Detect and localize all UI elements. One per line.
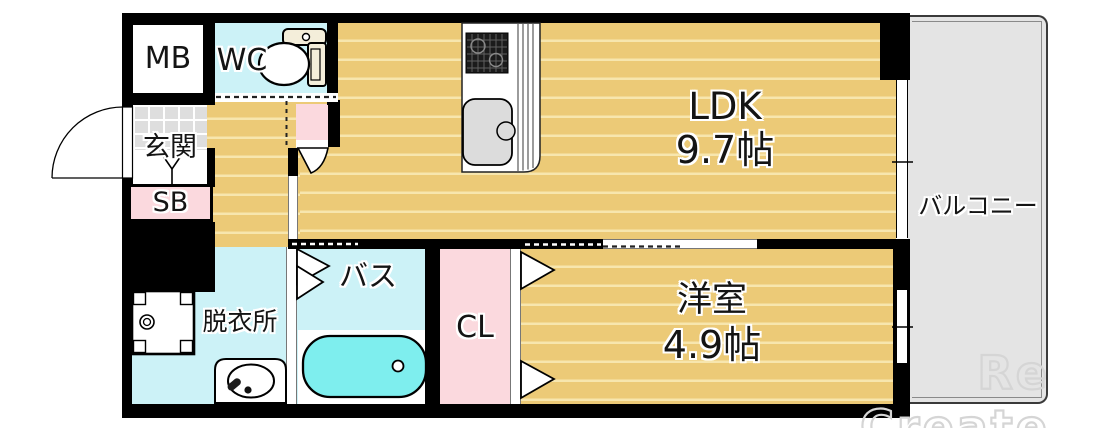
shoe-box: SB — [128, 184, 213, 222]
cl-floor — [440, 249, 510, 404]
wall-closet-right — [328, 100, 340, 147]
meter-box: MB — [133, 25, 203, 93]
ldk-floor — [300, 23, 896, 240]
genkan-step-mark — [158, 149, 186, 185]
closet-folding-door-icon — [520, 250, 556, 400]
genkan-tile-floor — [133, 105, 207, 150]
genkan-step — [133, 150, 207, 186]
genkan-label: 玄関 — [143, 132, 197, 163]
balcony-label: バルコニー — [918, 192, 1038, 220]
datsuijo-label: 脱衣所 — [202, 307, 278, 336]
gas-stove-icon — [465, 32, 509, 74]
mb-label: MB — [144, 41, 192, 77]
yoshitsu-label: 洋室 — [676, 280, 747, 320]
yoshitsu-size-label: 4.9帖 — [662, 323, 762, 367]
hall-closet — [296, 104, 328, 140]
wall-bath-cl — [425, 239, 440, 404]
washer-pan-icon — [130, 289, 196, 356]
hall-ldk-door — [288, 176, 298, 240]
wall-ldk-right-corner — [880, 13, 910, 80]
ldk-window — [896, 80, 908, 238]
yoshitsu-floor — [521, 249, 895, 404]
wall-top — [122, 13, 910, 23]
ldk-size-label: 9.7帖 — [675, 128, 775, 172]
vanity-sink-icon — [214, 358, 287, 404]
wc-under-strip — [215, 93, 338, 102]
sb-label: SB — [152, 186, 189, 218]
cl-label: CL — [456, 310, 494, 345]
kitchen-sink-icon — [462, 98, 516, 166]
wall-bottom — [122, 404, 910, 418]
wall-wc-right — [327, 13, 338, 105]
ldk-yoshitsu-opening — [603, 239, 757, 249]
wall-genkan-stub — [207, 148, 215, 187]
toilet-icon — [257, 28, 327, 87]
wall-left-lower — [122, 292, 132, 418]
entrance-door-arc-icon — [51, 106, 134, 179]
bath-folding-door-icon — [296, 247, 331, 301]
balcony-area — [908, 15, 1048, 404]
wall-ldk-south-b — [757, 239, 910, 249]
wall-ldk-south-a — [288, 239, 603, 249]
wall-block-lower-left — [122, 222, 215, 292]
balcony-inner-line — [912, 21, 1042, 398]
hall-closet-shelf — [296, 140, 328, 148]
wall-left-upper — [122, 23, 133, 107]
closet-door-arc-icon — [296, 147, 329, 175]
cl-door-track — [510, 249, 521, 404]
bath-door-track — [286, 247, 297, 404]
wall-left-mid — [122, 178, 133, 224]
watermark-text: Re Create — [859, 345, 1050, 428]
ldk-label: LDK — [688, 85, 762, 128]
wall-hall-bar — [288, 148, 298, 178]
wc-label: WC — [216, 43, 268, 78]
bath-label: バス — [338, 259, 397, 293]
hallway-floor — [207, 101, 300, 247]
bathtub-icon — [301, 334, 428, 399]
